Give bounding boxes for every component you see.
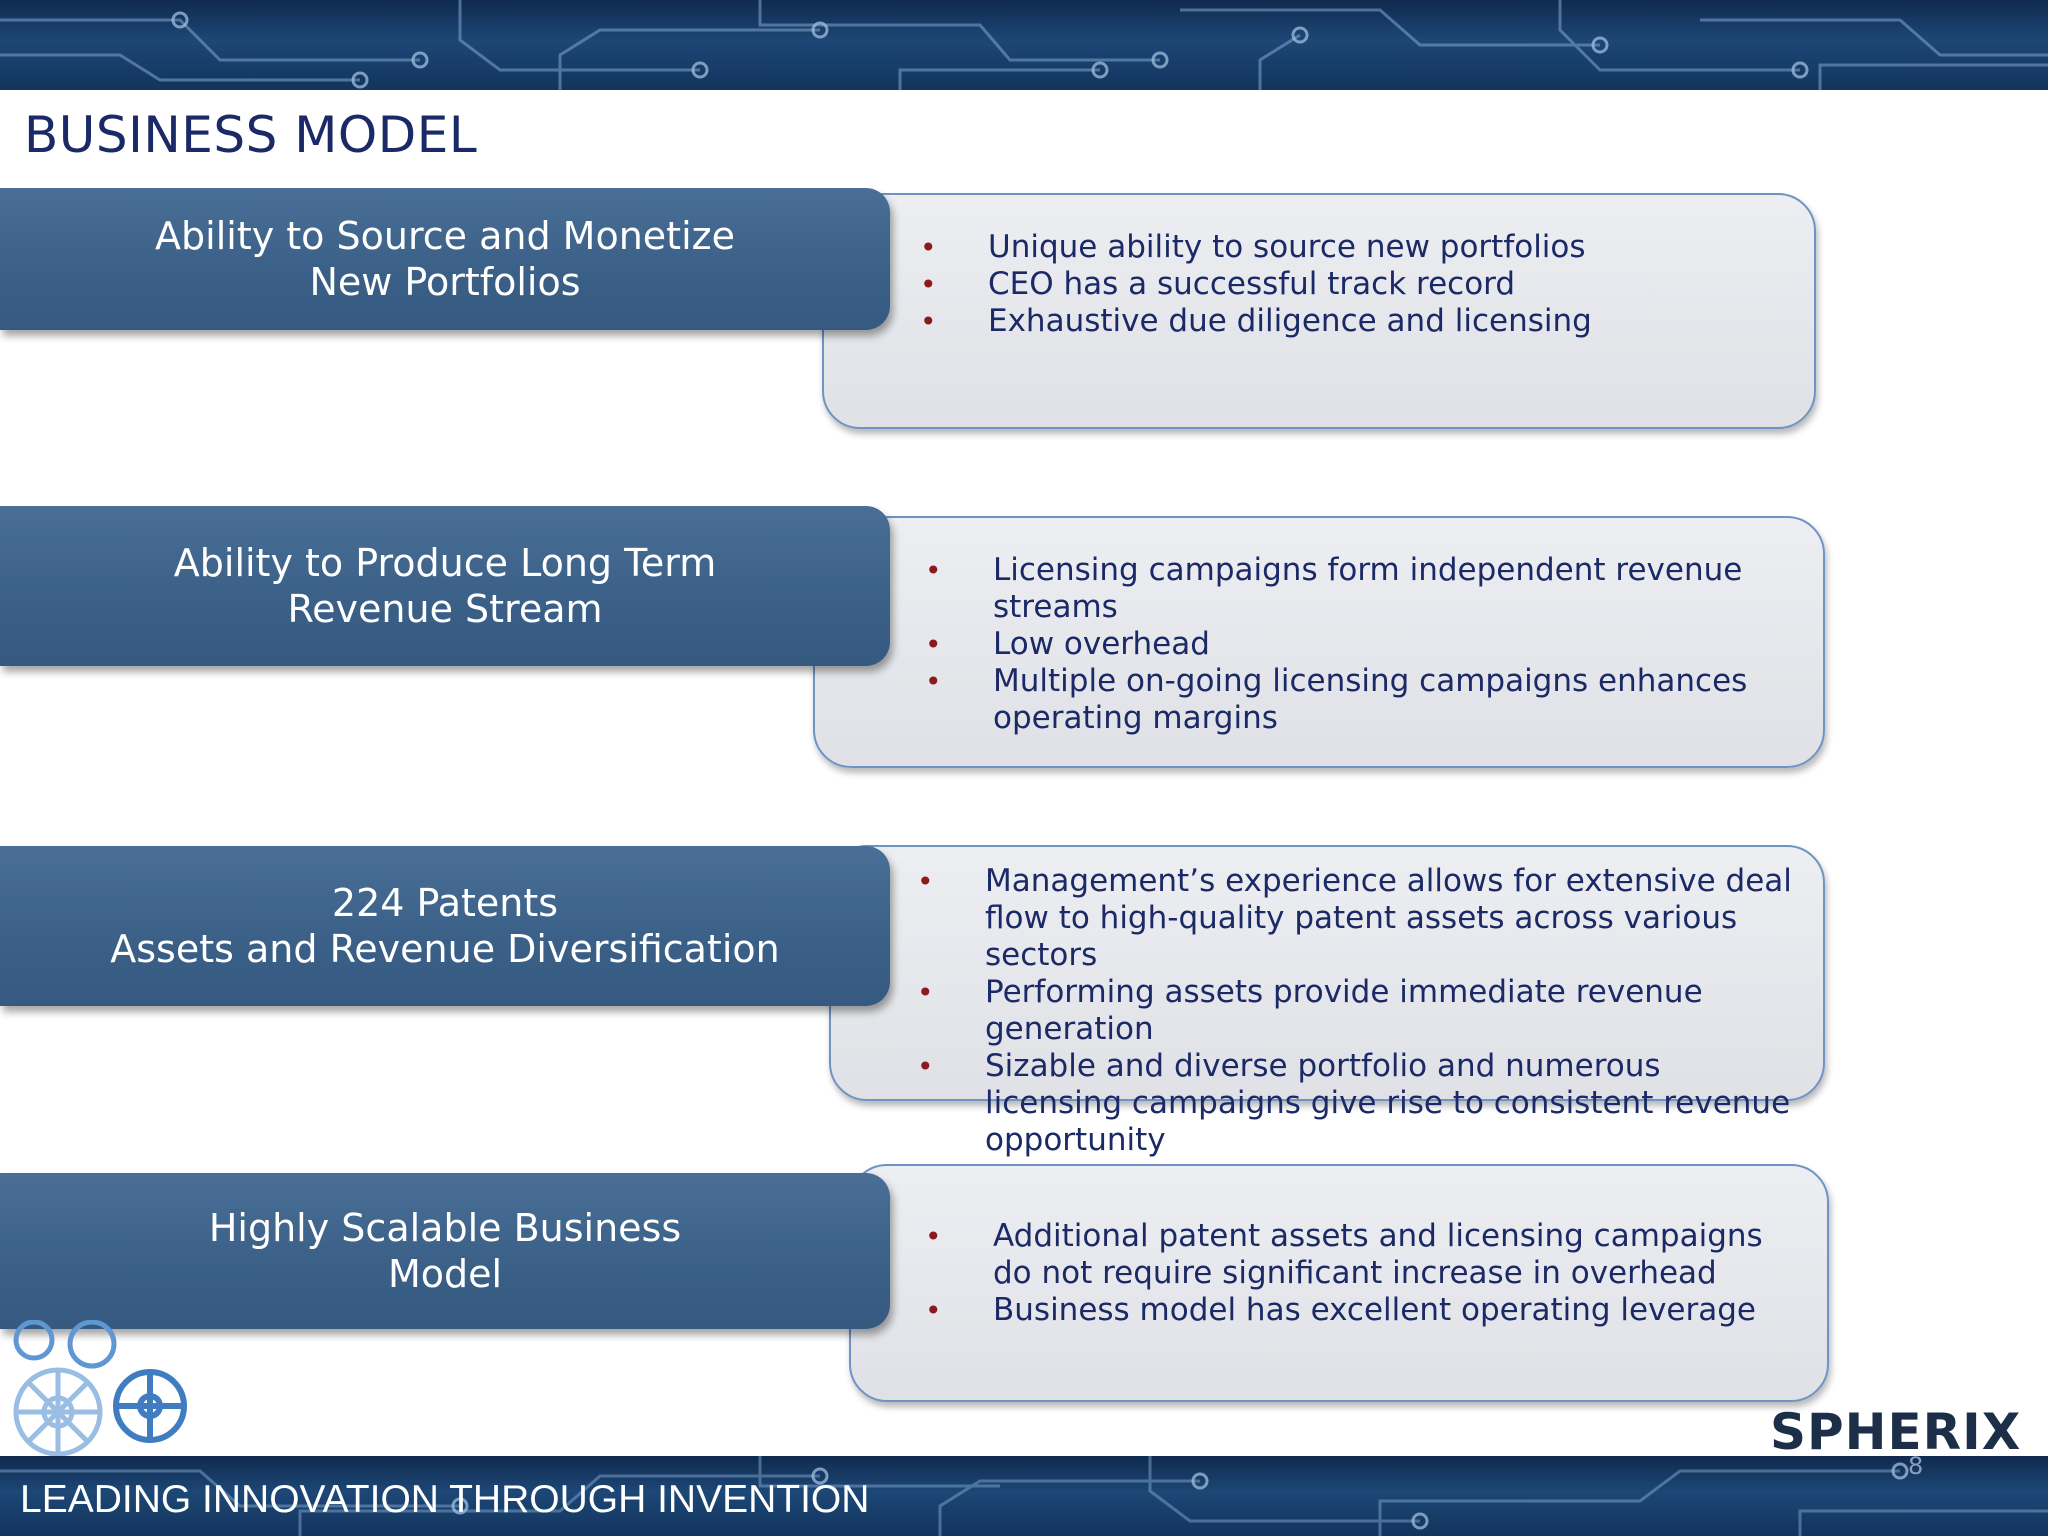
header-line: Assets and Revenue Diversification — [110, 927, 780, 971]
header-line: New Portfolios — [309, 260, 581, 304]
bullet-list: Management’s experience allows for exten… — [917, 863, 1797, 1159]
top-circuit-banner — [0, 0, 2048, 90]
detail-box-long-term-revenue: Licensing campaigns form independent rev… — [813, 516, 1825, 768]
section-header-source-monetize: Ability to Source and Monetize New Portf… — [0, 188, 890, 330]
list-item: Low overhead — [925, 626, 1795, 663]
page-number: 8 — [1908, 1452, 1924, 1480]
header-line: Model — [387, 1252, 503, 1296]
section-header-scalable-model: Highly Scalable Business Model — [0, 1173, 890, 1329]
section-header-long-term-revenue: Ability to Produce Long Term Revenue Str… — [0, 506, 890, 666]
header-line: 224 Patents — [331, 881, 559, 925]
company-logo: SPHERIX — [1770, 1403, 2022, 1461]
list-item: CEO has a successful track record — [920, 266, 1780, 303]
bullet-list: Additional patent assets and licensing c… — [925, 1218, 1805, 1329]
footer-tagline: LEADING INNOVATION THROUGH INVENTION — [20, 1478, 870, 1521]
header-line: Highly Scalable Business — [208, 1206, 682, 1250]
header-line: Revenue Stream — [287, 587, 603, 631]
circuit-board-icon — [0, 0, 2048, 90]
list-item: Unique ability to source new portfolios — [920, 229, 1780, 266]
detail-box-source-monetize: Unique ability to source new portfolios … — [822, 193, 1816, 429]
detail-box-patents-diversification: Management’s experience allows for exten… — [829, 845, 1825, 1158]
detail-box-scalable-model: Additional patent assets and licensing c… — [849, 1164, 1829, 1402]
list-item: Performing assets provide immediate reve… — [917, 974, 1797, 1048]
list-item: Multiple on-going licensing campaigns en… — [925, 663, 1795, 737]
list-item: Licensing campaigns form independent rev… — [925, 552, 1795, 626]
bullet-list: Unique ability to source new portfolios … — [920, 229, 1780, 340]
circuit-board-icon — [0, 1456, 2048, 1536]
page-title: BUSINESS MODEL — [24, 106, 478, 164]
bullet-list: Licensing campaigns form independent rev… — [925, 552, 1795, 737]
gears-icon — [13, 1320, 187, 1457]
header-line: Ability to Produce Long Term — [173, 541, 717, 585]
list-item: Management’s experience allows for exten… — [917, 863, 1797, 974]
header-line: Ability to Source and Monetize — [155, 214, 735, 258]
list-item: Exhaustive due diligence and licensing — [920, 303, 1780, 340]
list-item: Business model has excellent operating l… — [925, 1292, 1805, 1329]
list-item: Sizable and diverse portfolio and numero… — [917, 1048, 1797, 1159]
bottom-circuit-banner — [0, 1456, 2048, 1536]
section-header-patents-diversification: 224 Patents Assets and Revenue Diversifi… — [0, 846, 890, 1006]
list-item: Additional patent assets and licensing c… — [925, 1218, 1805, 1292]
